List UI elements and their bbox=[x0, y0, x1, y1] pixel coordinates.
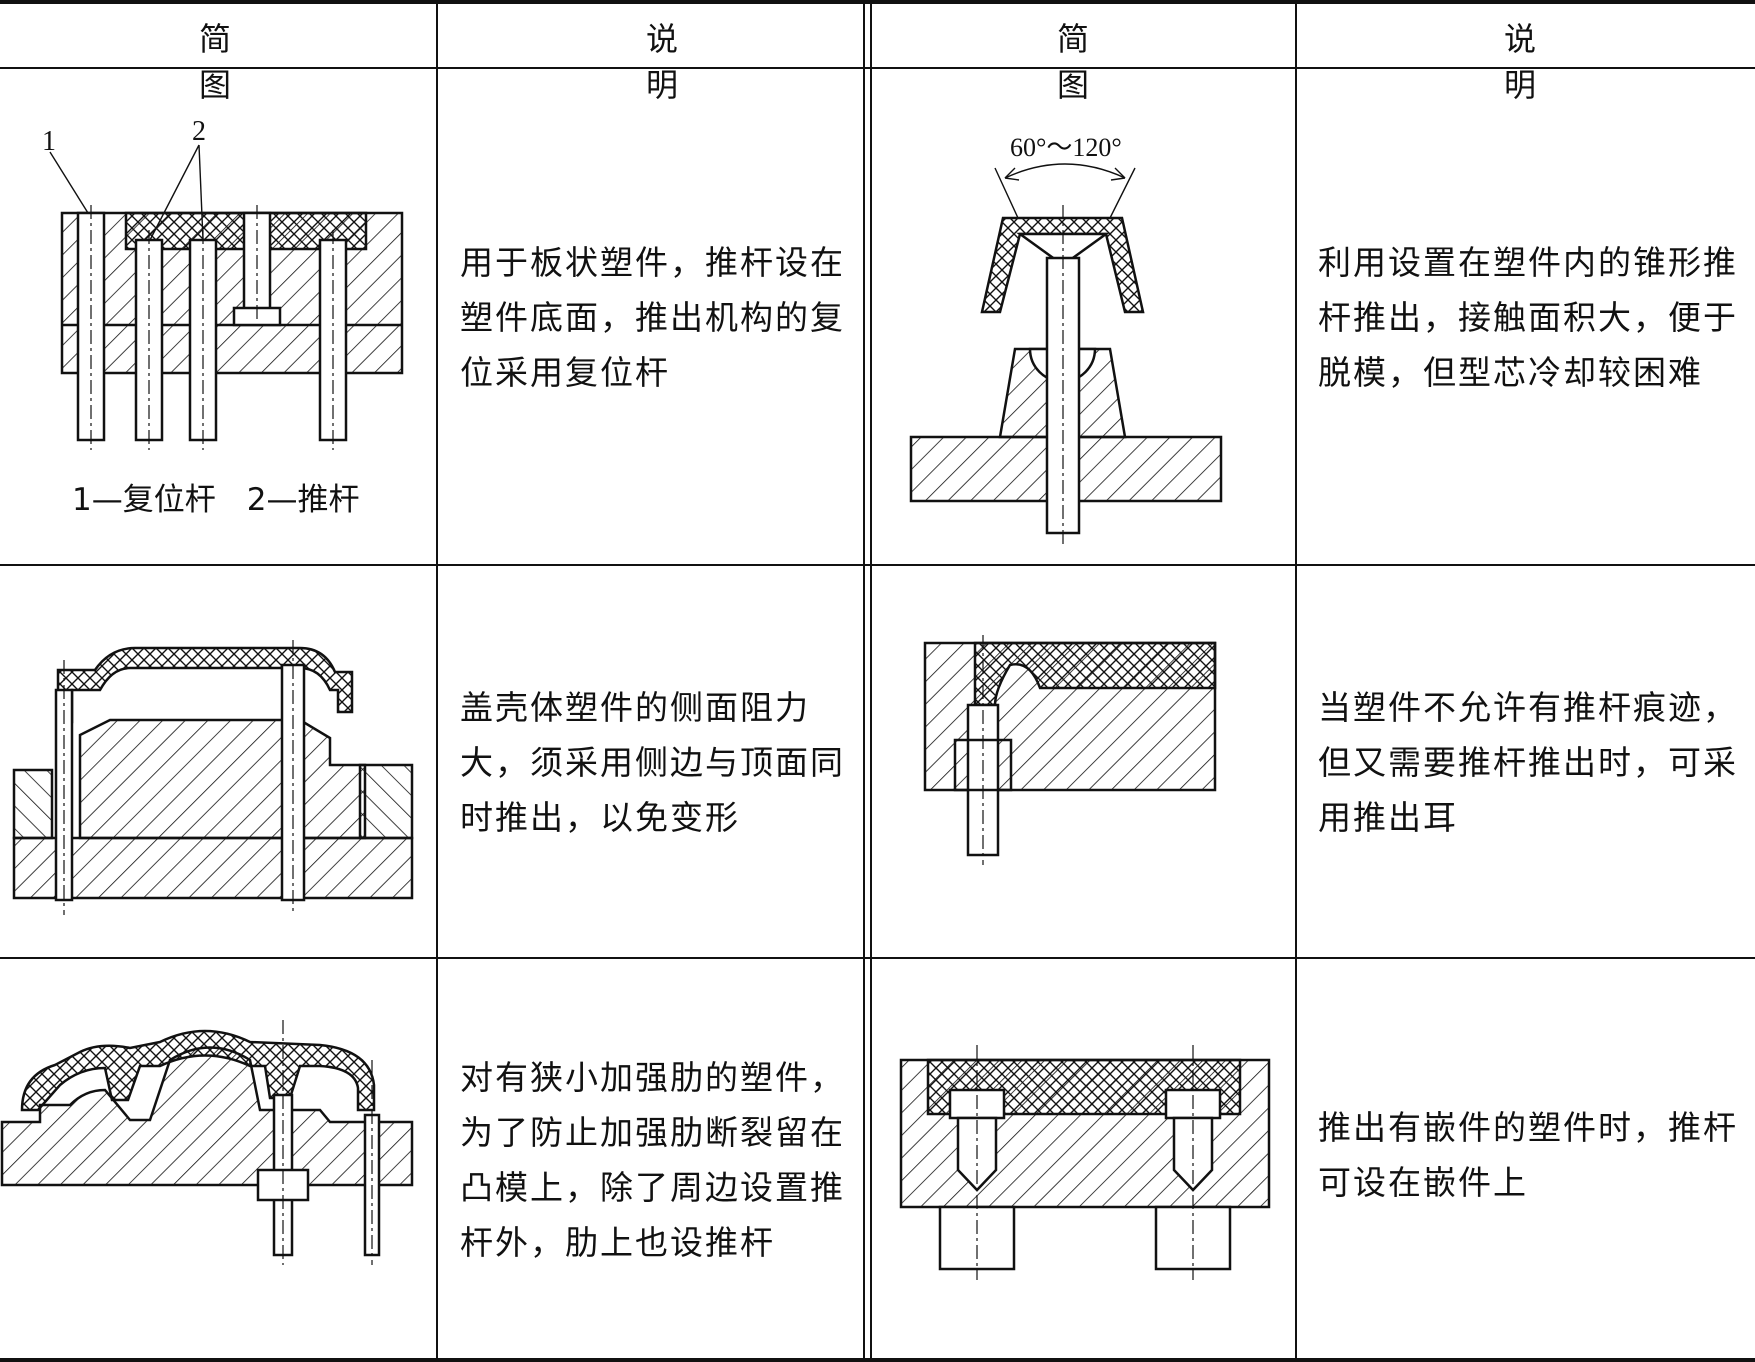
plate-caption: 1—复位杆 2—推杆 bbox=[72, 482, 359, 518]
header-diagram-1: 简 图 bbox=[198, 20, 261, 104]
diagram-insert-ejection bbox=[899, 1045, 1271, 1280]
desc-cone-ejector: 利用设置在塑件内的锥形推杆推出，接触面积大，便于脱模，但型芯冷却较困难 bbox=[1318, 243, 1738, 392]
diagram-plate-ejector bbox=[49, 144, 404, 450]
diagram-cone-ejector bbox=[909, 163, 1223, 548]
desc-ejector-ear: 当塑件不允许有推杆痕迹，但又需要推杆推出时，可采用推出耳 bbox=[1318, 688, 1738, 837]
diagram-ejector-ear bbox=[923, 635, 1217, 865]
desc-cover-shell: 盖壳体塑件的侧面阻力大，须采用侧边与顶面同时推出，以免变形 bbox=[460, 688, 845, 837]
diagram-ribbed-part bbox=[0, 1020, 414, 1265]
header-diagram-2: 简 图 bbox=[1056, 20, 1119, 104]
diagram-cover-shell bbox=[12, 640, 414, 915]
desc-ribbed-part: 对有狭小加强肋的塑件，为了防止加强肋断裂留在凸模上，除了周边设置推杆外，肋上也设… bbox=[460, 1058, 845, 1262]
label-2: 2 bbox=[192, 116, 206, 147]
label-1: 1 bbox=[42, 126, 56, 157]
header-desc-1: 说 明 bbox=[645, 20, 708, 104]
header-desc-2: 说 明 bbox=[1503, 20, 1566, 104]
angle-label: 60°～120° bbox=[1010, 133, 1122, 162]
desc-insert-ejection: 推出有嵌件的塑件时，推杆可设在嵌件上 bbox=[1318, 1108, 1738, 1202]
desc-plate-ejector: 用于板状塑件，推杆设在塑件底面，推出机构的复位采用复位杆 bbox=[460, 243, 845, 392]
